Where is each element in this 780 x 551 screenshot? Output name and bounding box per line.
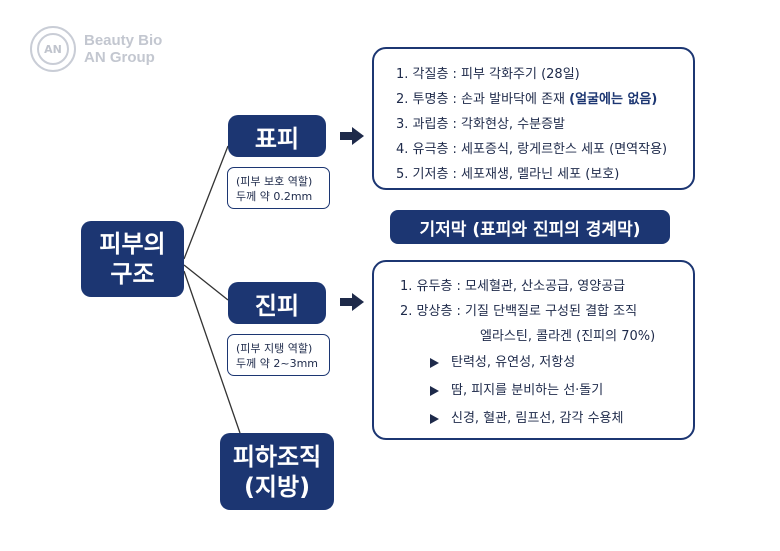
- triangle-bullet-icon: [430, 357, 439, 368]
- connector-root-dermis: [183, 264, 229, 301]
- subcutis-node: 피하조직 (지방): [220, 433, 334, 510]
- epidermis-note: (피부 보호 역할) 두께 약 0.2mm: [227, 167, 330, 209]
- connector-root-subcutis: [183, 270, 241, 434]
- epidermis-layer: 2. 투명층 : 손과 발바닥에 존재 (얼굴에는 없음): [396, 92, 658, 107]
- logo-line1: Beauty Bio: [84, 32, 163, 49]
- dermis-layers-box: 1. 유두층 : 모세혈관, 산소공급, 영양공급 2. 망상층 : 기질 단백…: [372, 260, 695, 440]
- logo-seal-icon: AN: [30, 26, 76, 72]
- epidermis-layer: 5. 기저층 : 세포재생, 멜라닌 세포 (보호): [396, 167, 620, 182]
- triangle-bullet-icon: [430, 385, 439, 396]
- root-node: 피부의 구조: [81, 221, 184, 297]
- epidermis-layer: 4. 유극층 : 세포증식, 랑게르한스 세포 (면역작용): [396, 142, 668, 157]
- logo-line2: AN Group: [84, 49, 155, 66]
- epidermis-note-thickness: 두께 약 0.2mm: [236, 190, 313, 203]
- root-line2: 구조: [110, 260, 155, 288]
- basement-membrane-label: 기저막 (표피와 진피의 경계막): [390, 210, 670, 244]
- epidermis-layer: 1. 각질층 : 피부 각화주기 (28일): [396, 67, 580, 82]
- triangle-bullet-icon: [430, 413, 439, 424]
- epidermis-layer: 3. 과립층 : 각화현상, 수분증발: [396, 117, 566, 132]
- dermis-note-role: (피부 지탱 역할): [236, 342, 313, 355]
- dermis-node: 진피: [228, 282, 326, 324]
- dermis-bullet: 땀, 피지를 분비하는 선·돌기: [400, 377, 693, 405]
- dermis-layer-reticular-detail: 엘라스틴, 콜라겐 (진피의 70%): [480, 329, 656, 344]
- logo-text: Beauty Bio AN Group: [84, 32, 162, 66]
- epidermis-node: 표피: [228, 115, 326, 157]
- dermis-layer-papillary: 1. 유두층 : 모세혈관, 산소공급, 영양공급: [400, 279, 626, 294]
- arrow-epidermis-icon: [340, 127, 364, 145]
- root-line1: 피부의: [99, 230, 166, 258]
- subcutis-line2: (지방): [243, 472, 311, 501]
- logo: AN Beauty Bio AN Group: [30, 26, 162, 72]
- epidermis-note-role: (피부 보호 역할): [236, 175, 313, 188]
- dermis-bullet: 신경, 혈관, 림프선, 감각 수용체: [400, 405, 693, 433]
- dermis-note-thickness: 두께 약 2~3mm: [236, 357, 318, 370]
- subcutis-line1: 피하조직: [232, 442, 322, 471]
- dermis-bullet: 탄력성, 유연성, 저항성: [400, 349, 693, 377]
- connector-root-epidermis: [183, 145, 229, 260]
- epidermis-layers-box: 1. 각질층 : 피부 각화주기 (28일) 2. 투명층 : 손과 발바닥에 …: [372, 47, 695, 190]
- arrow-dermis-icon: [340, 293, 364, 311]
- dermis-note: (피부 지탱 역할) 두께 약 2~3mm: [227, 334, 330, 376]
- dermis-layer-reticular: 2. 망상층 : 기질 단백질로 구성된 결합 조직: [400, 304, 638, 319]
